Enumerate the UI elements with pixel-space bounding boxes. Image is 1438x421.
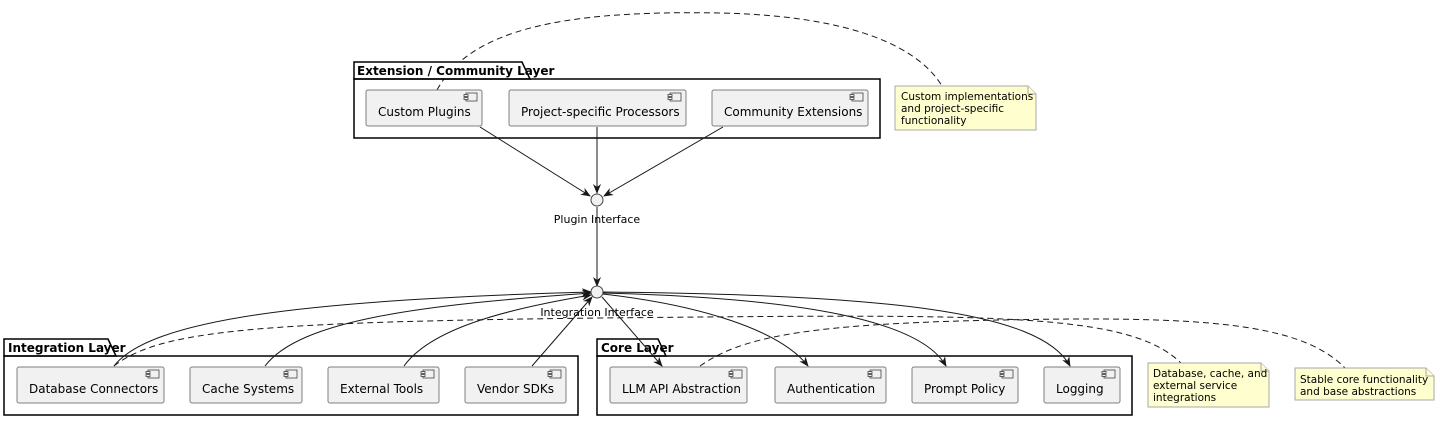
component-icon xyxy=(849,92,864,102)
component-label: Cache Systems xyxy=(202,382,294,396)
component-authentication[interactable]: Authentication xyxy=(774,366,887,404)
component-icon xyxy=(728,369,743,379)
note-connector-extension xyxy=(436,12,943,91)
component-icon xyxy=(867,369,882,379)
component-label: Database Connectors xyxy=(29,382,158,396)
component-icon xyxy=(145,369,160,379)
note-line: integrations xyxy=(1153,392,1216,404)
component-icon xyxy=(420,369,435,379)
edge-database-to-integration-interface xyxy=(113,288,592,367)
note-line: functionality xyxy=(901,115,967,127)
note-line: and project-specific xyxy=(901,103,1004,115)
component-icon xyxy=(999,369,1014,379)
edge-community-to-plugin-interface xyxy=(603,126,724,197)
component-icon xyxy=(283,369,298,379)
note-connector-core xyxy=(699,318,1346,369)
component-vendor-sdks[interactable]: Vendor SDKs xyxy=(464,366,567,404)
component-label: Logging xyxy=(1056,382,1104,396)
package-integration-layer: Integration Layer xyxy=(3,338,579,416)
edge-custom-plugins-to-plugin-interface xyxy=(479,126,591,197)
svg-text:Custom implementations a: Custom implementations and project-speci… xyxy=(901,91,1037,127)
component-label: LLM API Abstraction xyxy=(622,382,741,396)
svg-text:Stable core functionality: Stable core functionality and base abstr… xyxy=(1300,374,1432,398)
component-cache-systems[interactable]: Cache Systems xyxy=(189,366,303,404)
component-logging[interactable]: Logging xyxy=(1043,366,1121,404)
plugin-interface[interactable]: Plugin Interface xyxy=(554,193,641,226)
note-line: external service xyxy=(1153,380,1237,392)
edge-cache-to-integration-interface xyxy=(264,289,592,367)
component-label: Vendor SDKs xyxy=(477,382,554,396)
component-llm-api-abstraction[interactable]: LLM API Abstraction xyxy=(609,366,748,404)
note-line: and base abstractions xyxy=(1300,386,1416,398)
package-extension-layer: Extension / Community Layer xyxy=(353,61,881,139)
component-label: Custom Plugins xyxy=(378,105,471,119)
note-line: Database, cache, and xyxy=(1153,368,1267,380)
edge-integration-interface-to-authentication xyxy=(602,293,809,367)
component-icon xyxy=(667,92,682,102)
note-integration-layer: Database, cache, and external service in… xyxy=(1147,362,1271,408)
component-label: Authentication xyxy=(787,382,875,396)
svg-text:Database, cache, and ext: Database, cache, and external service in… xyxy=(1153,368,1271,404)
edge-external-tools-to-integration-interface xyxy=(403,292,592,367)
note-line: Stable core functionality xyxy=(1300,374,1428,386)
component-prompt-policy[interactable]: Prompt Policy xyxy=(911,366,1019,404)
edge-integration-interface-to-prompt-policy xyxy=(602,292,947,367)
integration-interface[interactable]: Integration Interface xyxy=(540,285,654,319)
edge-integration-interface-to-llm-api xyxy=(601,296,663,367)
component-icon xyxy=(547,369,562,379)
component-icon xyxy=(1101,369,1116,379)
component-custom-plugins[interactable]: Custom Plugins xyxy=(365,89,483,127)
package-core-layer: Core Layer xyxy=(596,338,1133,416)
note-connector-integration xyxy=(113,315,1183,367)
component-external-tools[interactable]: External Tools xyxy=(327,366,440,404)
interface-label: Integration Interface xyxy=(540,306,654,319)
component-label: External Tools xyxy=(340,382,423,396)
component-database-connectors[interactable]: Database Connectors xyxy=(16,366,165,404)
component-icon xyxy=(463,92,478,102)
interface-label: Plugin Interface xyxy=(554,213,641,226)
package-title: Extension / Community Layer xyxy=(357,64,554,78)
component-label: Prompt Policy xyxy=(924,382,1005,396)
note-line: Custom implementations xyxy=(901,91,1033,103)
package-title: Core Layer xyxy=(601,341,674,355)
note-core-layer: Stable core functionality and base abstr… xyxy=(1294,367,1435,401)
edge-vendor-to-integration-interface xyxy=(531,296,593,367)
package-title: Integration Layer xyxy=(8,341,126,355)
component-project-processors[interactable]: Project-specific Processors xyxy=(508,89,687,127)
note-extension-layer: Custom implementations and project-speci… xyxy=(894,85,1037,131)
edge-integration-interface-to-logging xyxy=(602,291,1071,367)
component-label: Project-specific Processors xyxy=(521,105,680,119)
component-label: Community Extensions xyxy=(724,105,862,119)
component-community-extensions[interactable]: Community Extensions xyxy=(711,89,869,127)
